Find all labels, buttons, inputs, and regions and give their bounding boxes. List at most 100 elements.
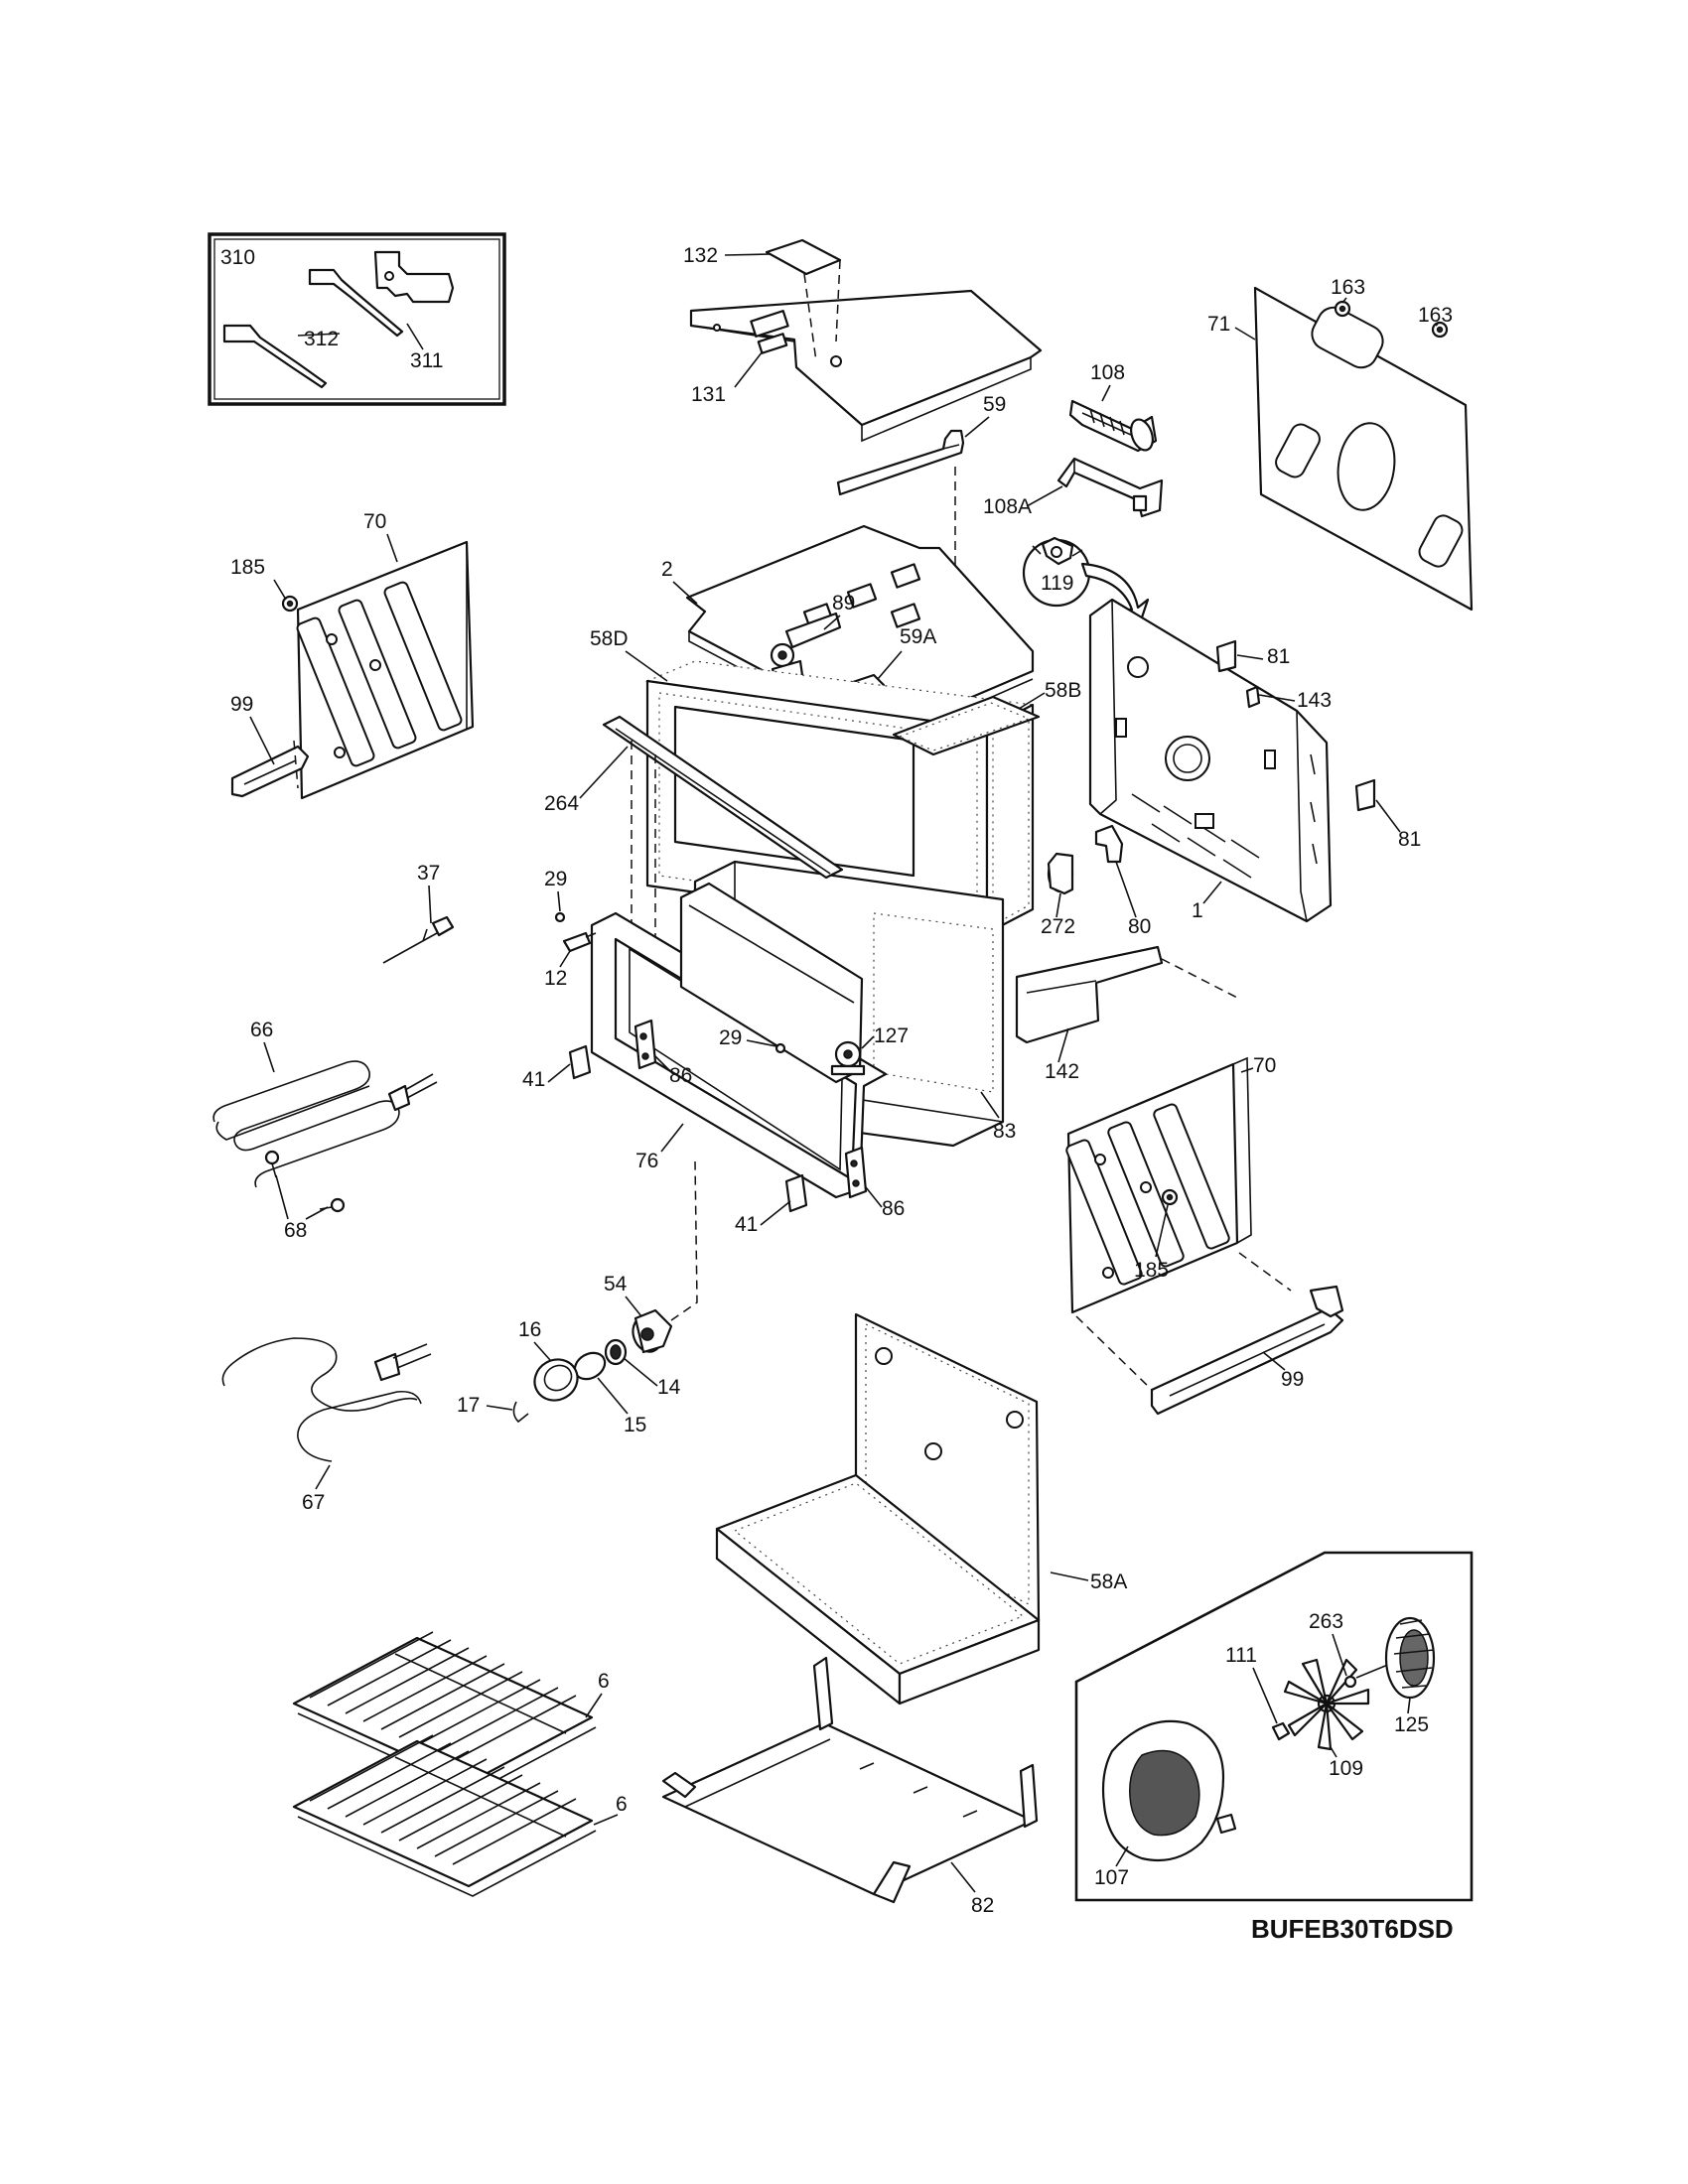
hinge-41-bottom xyxy=(784,1173,808,1213)
back-wall-1 xyxy=(1088,598,1333,923)
insulation-side-58b xyxy=(892,695,1041,935)
front-frame-76 xyxy=(590,882,888,1199)
callout-nut-left: 185 xyxy=(230,556,265,579)
callout-hinge-top-86: 86 xyxy=(669,1064,692,1087)
callout-vent-tube: 59 xyxy=(983,393,1006,416)
bottom-tray-82 xyxy=(661,1656,1039,1904)
callout-oven-liner: 83 xyxy=(993,1120,1016,1143)
callout-back-wall: 1 xyxy=(1192,899,1203,922)
callout-insulation-side: 58B xyxy=(1045,679,1081,702)
model-code: BUFEB30T6DSD xyxy=(1251,1914,1454,1944)
clip-81-top xyxy=(1215,639,1237,673)
nut-185-left xyxy=(281,595,299,613)
channel-142 xyxy=(1015,945,1240,1044)
callout-top-wrapper: 2 xyxy=(661,558,673,581)
callout-blower-bracket: 108A xyxy=(983,495,1032,518)
rail-right-99 xyxy=(1075,1252,1344,1416)
rack-upper-6 xyxy=(292,1631,597,1794)
callout-inset-part-a: 312 xyxy=(304,328,339,350)
stud-12 xyxy=(562,931,597,953)
callout-rail-right: 99 xyxy=(1281,1368,1304,1391)
bracket-80 xyxy=(1094,824,1124,864)
callout-screw-68: 68 xyxy=(284,1219,307,1242)
callout-insulation-bottom: 58A xyxy=(1090,1570,1127,1593)
wire-17 xyxy=(512,1401,529,1424)
nut-185-right xyxy=(1161,1188,1179,1206)
callout-nut-right: 185 xyxy=(1134,1259,1169,1282)
hinge-41-top xyxy=(568,1044,592,1080)
bake-element-66 xyxy=(212,1060,438,1188)
clip-143 xyxy=(1245,685,1261,709)
side-panel-left-70 xyxy=(296,540,475,800)
callout-hinge-bottom-41: 41 xyxy=(735,1213,758,1236)
callout-side-panel-right: 70 xyxy=(1253,1054,1276,1077)
inset-part-312 xyxy=(222,268,404,389)
callout-inset-kit: 310 xyxy=(220,246,255,269)
callout-bumper: 272 xyxy=(1041,915,1075,938)
callout-clip-top: 81 xyxy=(1267,645,1290,668)
bumper-272 xyxy=(1047,852,1074,895)
fan-nut-111 xyxy=(1271,1721,1291,1741)
callout-lamp-socket: 54 xyxy=(604,1273,628,1296)
callout-clip-right: 81 xyxy=(1398,828,1421,851)
callout-hinge-top-41: 41 xyxy=(522,1068,545,1091)
callout-blower: 108 xyxy=(1090,361,1125,384)
lamp-spring-14 xyxy=(604,1338,628,1366)
callout-screw-inner: 29 xyxy=(719,1026,742,1049)
callout-lamp-bulb: 15 xyxy=(624,1414,646,1436)
broil-element-67 xyxy=(221,1337,432,1462)
hinge-86-top xyxy=(633,1019,657,1070)
lamp-socket-54 xyxy=(632,1160,698,1354)
callout-switch: 127 xyxy=(874,1024,909,1047)
callout-rack-upper: 6 xyxy=(598,1670,610,1693)
callout-front-frame: 76 xyxy=(635,1150,658,1172)
callout-back-panel-outer: 71 xyxy=(1207,313,1230,336)
callout-stud: 12 xyxy=(544,967,567,990)
callout-nut-b: 163 xyxy=(1418,304,1453,327)
fan-nut-263 xyxy=(1343,1675,1357,1689)
screw-68 xyxy=(264,1150,346,1213)
back-panel-71 xyxy=(1253,286,1474,612)
callout-screw-top: 29 xyxy=(544,868,567,890)
callout-bracket-80: 80 xyxy=(1128,915,1151,938)
callout-inset-part-b: 311 xyxy=(410,349,443,372)
callout-wire: 17 xyxy=(457,1394,480,1417)
callout-lamp-spring: 14 xyxy=(657,1376,681,1399)
callout-trim: 264 xyxy=(544,792,579,815)
callout-rail-left: 99 xyxy=(230,693,253,716)
rack-lower-6 xyxy=(292,1734,597,1897)
rail-left-99 xyxy=(230,740,310,798)
lamp-cover-16 xyxy=(533,1358,579,1402)
callout-fan-blade: 109 xyxy=(1329,1757,1363,1780)
blower-bracket-108a xyxy=(1056,457,1164,518)
inset-box-310: 310 312 311 xyxy=(208,232,506,406)
callout-top-cover-plate: 132 xyxy=(683,244,718,267)
callout-fan-motor: 125 xyxy=(1394,1713,1429,1736)
fan-blade-109 xyxy=(1283,1658,1370,1751)
nut-163-a xyxy=(1334,300,1351,318)
cover-plate-132 xyxy=(765,238,842,362)
callout-fan-nut: 263 xyxy=(1309,1610,1343,1633)
callout-bracket-59a: 59A xyxy=(900,625,936,648)
screw-29-inner xyxy=(774,1042,786,1054)
callout-hinge-bottom-86: 86 xyxy=(882,1197,905,1220)
callout-nut-a: 163 xyxy=(1331,276,1365,299)
callout-top-panel: 131 xyxy=(691,383,726,406)
callout-bottom-tray: 82 xyxy=(971,1894,994,1917)
probe-37 xyxy=(382,915,455,964)
fan-cover-107 xyxy=(1101,1719,1237,1862)
insulation-bottom-58a xyxy=(715,1312,1041,1706)
callout-fan-nut-111: 111 xyxy=(1225,1644,1257,1667)
callout-channel: 142 xyxy=(1045,1060,1079,1083)
callout-rack-lower: 6 xyxy=(616,1793,628,1816)
fan-motor-125 xyxy=(1355,1616,1436,1700)
callout-insulation-top: 58D xyxy=(590,627,629,650)
top-panel-131 xyxy=(689,289,1043,443)
switch-127 xyxy=(830,1040,866,1076)
blower-108 xyxy=(1068,399,1158,453)
hinge-86-bottom xyxy=(844,1146,868,1199)
callout-fan-cover: 107 xyxy=(1094,1866,1129,1889)
screw-29-top xyxy=(554,911,566,923)
callout-clip-143: 143 xyxy=(1297,689,1332,712)
